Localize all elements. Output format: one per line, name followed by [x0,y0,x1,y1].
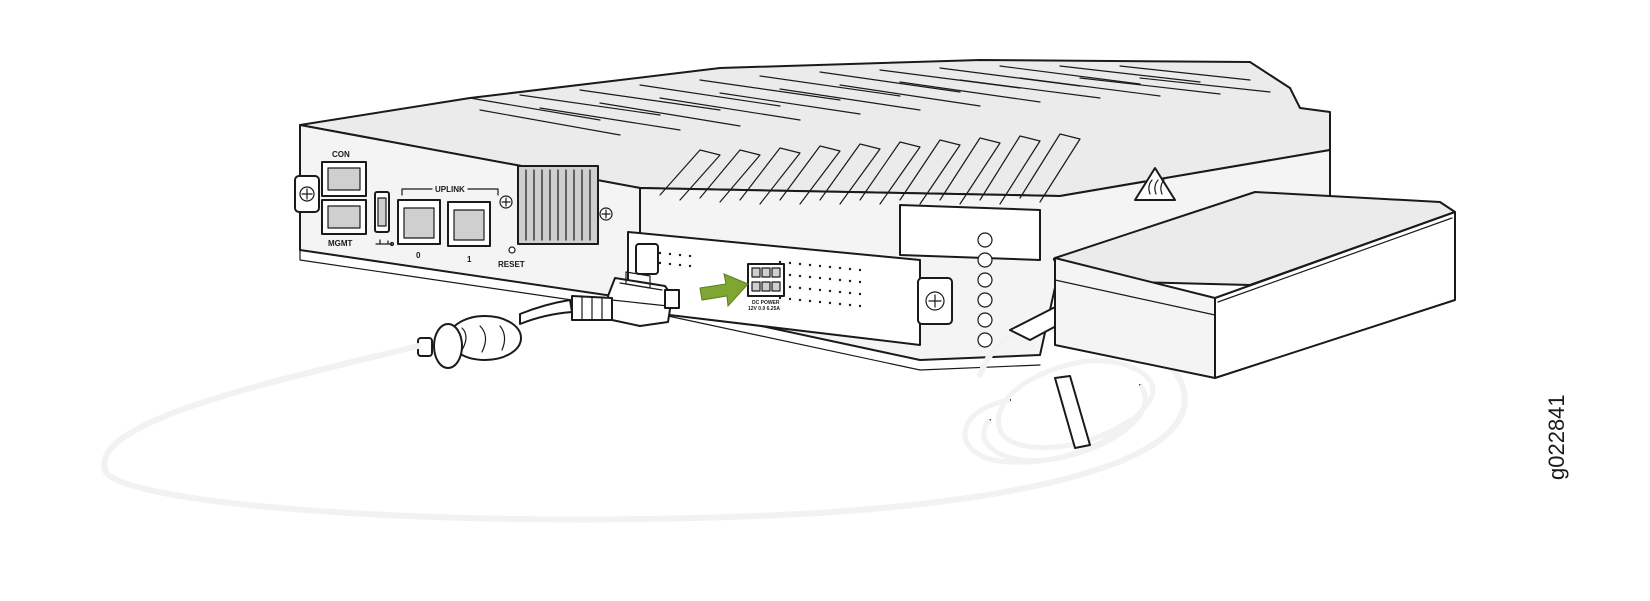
hot-surface-warning-icon [1134,167,1176,201]
uplink-port-0-label: 0 [416,251,421,260]
uplink-port-1-label: 1 [467,255,472,264]
dc-power-label: DC POWER [752,300,780,306]
reset-label: RESET [498,260,525,269]
heat-sink-fins [469,65,1271,245]
dc-power-rating: 12V 0.0 6.25A [748,306,780,312]
dc-power-cable [101,271,1188,523]
power-adapter [1052,191,1456,379]
power-module: DC POWER 12V 0.0 6.25A [627,204,1041,348]
usb-icon [375,239,395,247]
uplink-label: UPLINK [435,185,465,194]
dc-plug[interactable] [607,277,673,327]
reset-button[interactable] [508,246,516,254]
figure-id: g022841 [1544,394,1569,480]
con-label: CON [332,150,350,159]
mgmt-label: MGMT [328,239,353,248]
ground-screw-icon [294,175,320,213]
insert-direction-arrow-icon [699,273,749,308]
front-panel: CON MGMT UPLINK 0 1 RESET [294,150,613,269]
